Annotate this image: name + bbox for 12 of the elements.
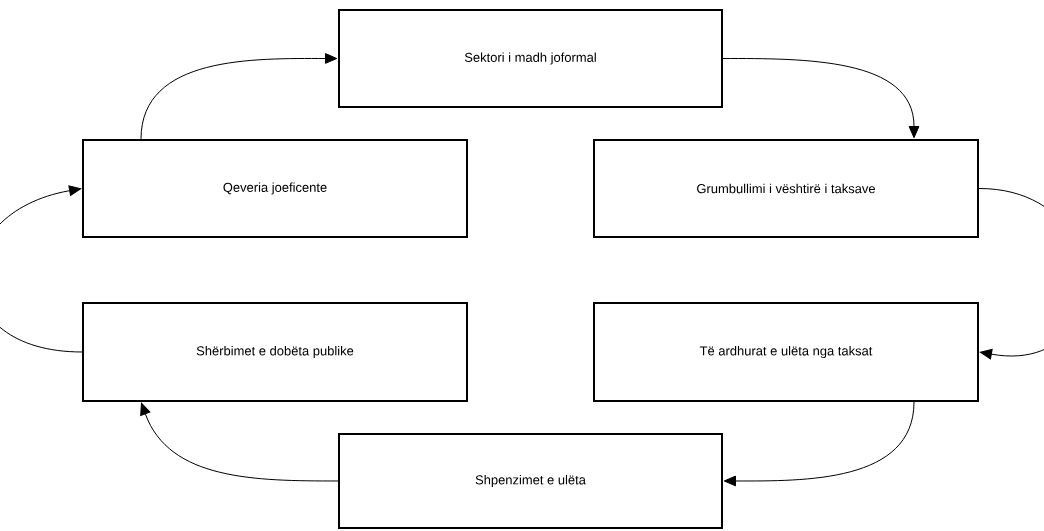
- process-box: Shërbimet e dobëta publike: [82, 302, 468, 402]
- process-box: Të ardhurat e ulëta nga taksat: [593, 302, 979, 402]
- process-box: Sektori i madh joformal: [338, 9, 723, 108]
- arrow: [140, 402, 339, 482]
- arrow: [140, 53, 338, 140]
- arrow: [0, 185, 83, 353]
- arrow: [978, 188, 1044, 360]
- process-box: Shpenzimet e ulëta: [338, 433, 723, 529]
- process-box: Qeveria joeficente: [82, 139, 468, 238]
- process-box: Grumbullimi i vështirë i taksave: [593, 139, 979, 238]
- arrow: [722, 58, 920, 139]
- arrow: [723, 401, 915, 487]
